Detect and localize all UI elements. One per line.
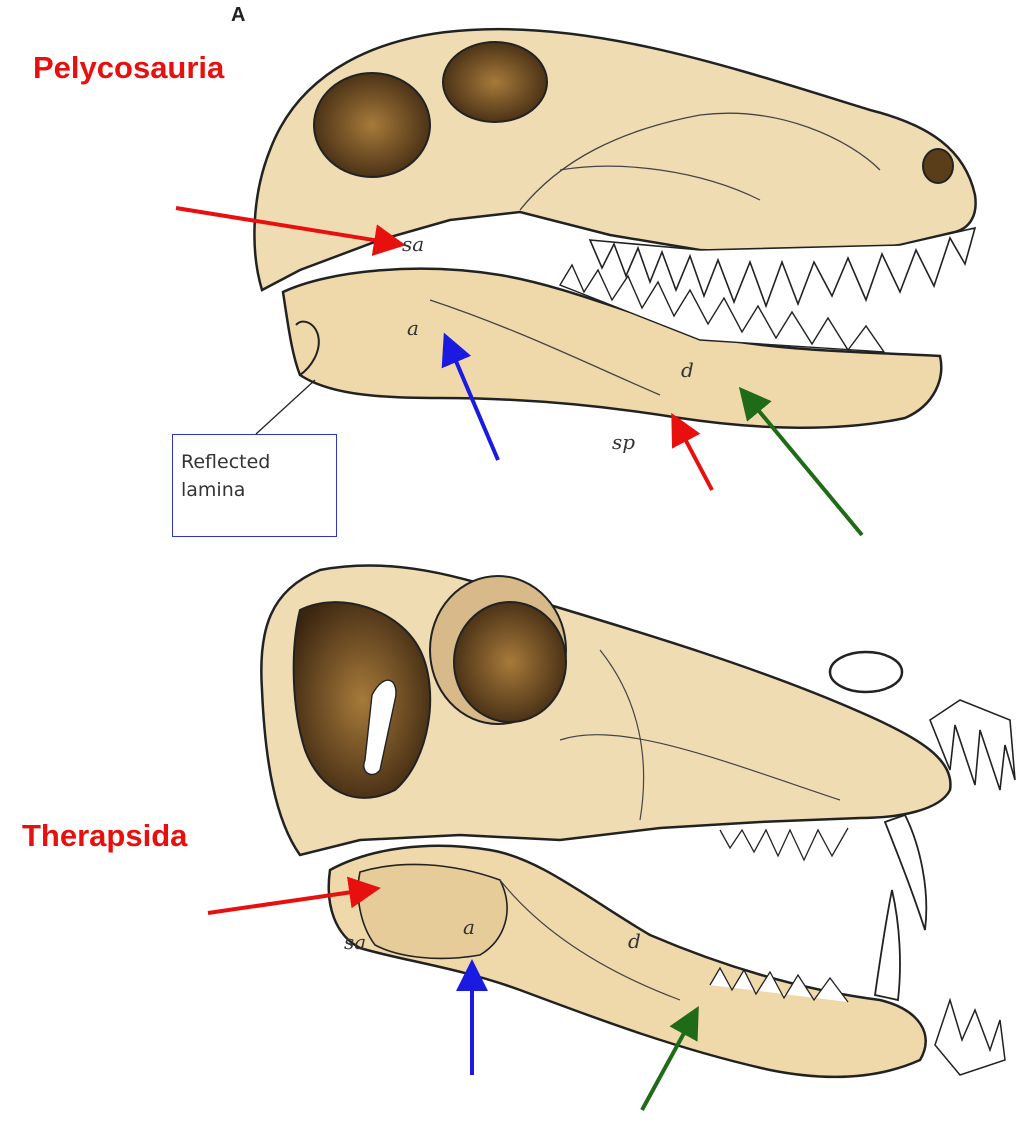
- callout-line-1: Reflected: [181, 449, 336, 477]
- pelycosaur-label-sa: sa: [402, 232, 424, 256]
- pelycosaur-label-sp: sp: [612, 430, 635, 454]
- therapsid-label-d: d: [628, 929, 641, 953]
- callout-line-2: lamina: [181, 477, 336, 505]
- reflected-lamina-callout: Reflected lamina: [172, 434, 337, 537]
- therapsid-nostril: [830, 652, 902, 692]
- pelycosaur-red-arrow-sp: [675, 420, 712, 490]
- group-title-pelycosauria: Pelycosauria: [33, 50, 224, 86]
- therapsid-skull: [261, 565, 1015, 1076]
- pelycosaur-label-d: d: [681, 358, 694, 382]
- pelycosaur-orbit: [443, 42, 547, 122]
- therapsid-orbit: [454, 602, 566, 722]
- therapsid-label-a: a: [463, 915, 475, 939]
- pelycosaur-skull: [254, 29, 975, 434]
- pelycosaur-nostril: [923, 149, 953, 183]
- panel-letter: A: [231, 4, 245, 27]
- therapsid-label-sa: sa: [344, 930, 366, 954]
- pelycosaur-label-a: a: [407, 316, 419, 340]
- therapsid-lower-canine: [875, 890, 900, 1000]
- group-title-therapsida: Therapsida: [22, 818, 187, 854]
- pelycosaur-temporal-fenestra: [314, 73, 430, 177]
